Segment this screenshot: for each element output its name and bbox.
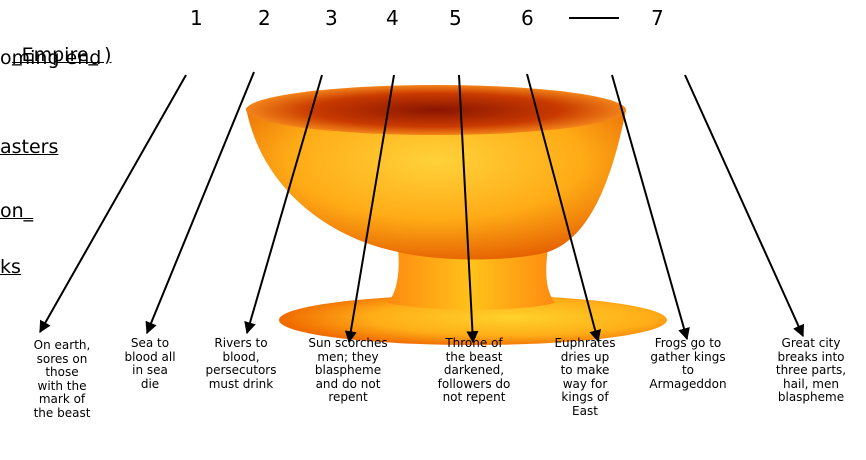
label-bowl-1: On earth, sores on those with the mark o… [24,339,100,420]
label-bowl-2: Sea to blood all in sea die [112,337,188,391]
arrow-2 [147,72,254,333]
arrow-7b [685,75,803,336]
arrow-7a [612,75,687,339]
label-bowl-7b: Great city breaks into three parts, hail… [758,337,864,405]
label-bowl-6: Euphrates dries up to make way for kings… [540,337,630,418]
label-bowl-3: Rivers to blood, persecutors must drink [191,337,291,391]
label-bowl-7: Frogs go to gather kings to Armageddon [633,337,743,391]
label-bowl-5: Throne of the beast darkened, followers … [428,337,520,405]
bowl-inner [246,85,626,135]
label-bowl-4: Sun scorches men; they blaspheme and do … [298,337,398,405]
